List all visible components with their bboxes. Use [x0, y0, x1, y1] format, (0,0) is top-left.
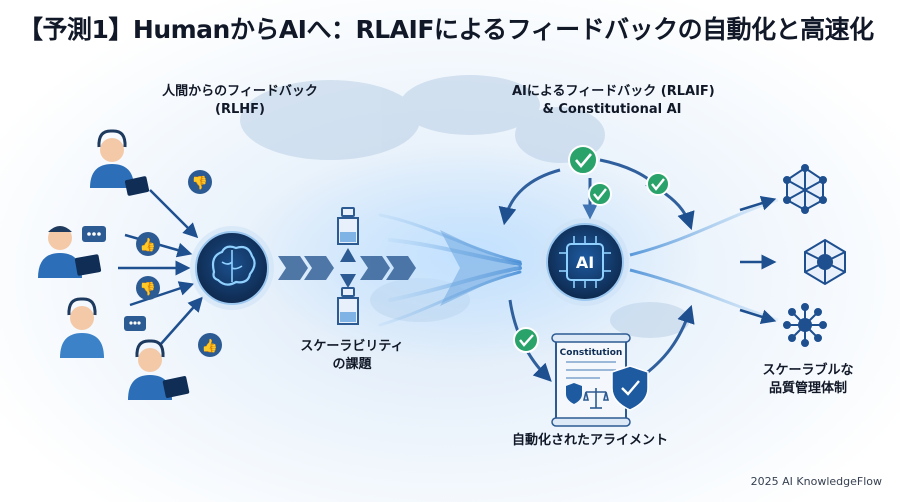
scales-icon [582, 388, 610, 409]
bottleneck-label-line2: の課題 [332, 357, 372, 372]
outcome-label: スケーラブルな 品質管理体制 [738, 362, 878, 398]
check-icon [513, 327, 539, 353]
svg-text:👎: 👎 [140, 281, 156, 297]
headset-person-icon [90, 129, 150, 196]
svg-text:👎: 👎 [192, 175, 208, 191]
right-heading-line2: & Constitutional AI [542, 102, 682, 117]
bottleneck-chevrons [278, 256, 416, 280]
bottleneck-label: スケーラビリティ の課題 [282, 338, 422, 374]
output-arrows [739, 195, 777, 325]
big-arrow [440, 230, 520, 306]
headset-person-icon [38, 226, 102, 278]
outcome-label-line2: 品質管理体制 [768, 381, 847, 396]
network-node-icon [783, 303, 827, 347]
outcome-label-line1: スケーラブルな [762, 363, 854, 378]
right-heading: AIによるフィードバック (RLAIF) & Constitutional AI [512, 83, 715, 119]
right-heading-line1: AIによるフィードバック (RLAIF) [512, 84, 715, 99]
thumbs-up-icon: 👍 [198, 333, 222, 357]
svg-text:👍: 👍 [140, 237, 156, 253]
page-title: 【予測1】HumanからAIへ：RLAIFによるフィードバックの自動化と高速化 [18, 15, 874, 44]
feedback-arrows [118, 189, 203, 346]
chat-bubble-icon [82, 226, 106, 242]
check-icon [588, 182, 612, 206]
thumbs-down-icon: 👎 [188, 170, 212, 194]
shield-check-icon [611, 365, 649, 411]
thumbs-down-icon: 👎 [136, 276, 160, 300]
headset-person-icon [60, 297, 104, 358]
shield-check-icon [566, 383, 582, 404]
footer-credit: 2025 AI KnowledgeFlow [750, 475, 882, 488]
network-node-icon [804, 238, 846, 286]
svg-text:👍: 👍 [202, 338, 218, 354]
network-node-icon [783, 164, 827, 214]
left-heading-line1: 人間からのフィードバック [162, 84, 318, 99]
check-icon [568, 145, 598, 175]
chat-bubble-icon [124, 316, 146, 331]
ai-hub-label: AI [576, 253, 594, 272]
alignment-label: 自動化されたアライメント [511, 433, 668, 448]
thumbs-up-icon: 👍 [136, 232, 160, 256]
headset-person-icon [128, 339, 190, 400]
left-heading-line2: (RLHF) [215, 102, 265, 117]
check-icon [646, 172, 670, 196]
brain-icon [190, 226, 274, 310]
ai-chip-icon [541, 218, 629, 306]
bottleneck-label-line1: スケーラビリティ [300, 339, 404, 354]
hourglass-icon [337, 207, 359, 325]
constitution-label: Constitution [560, 348, 623, 358]
left-heading: 人間からのフィードバック (RLHF) [140, 83, 340, 119]
